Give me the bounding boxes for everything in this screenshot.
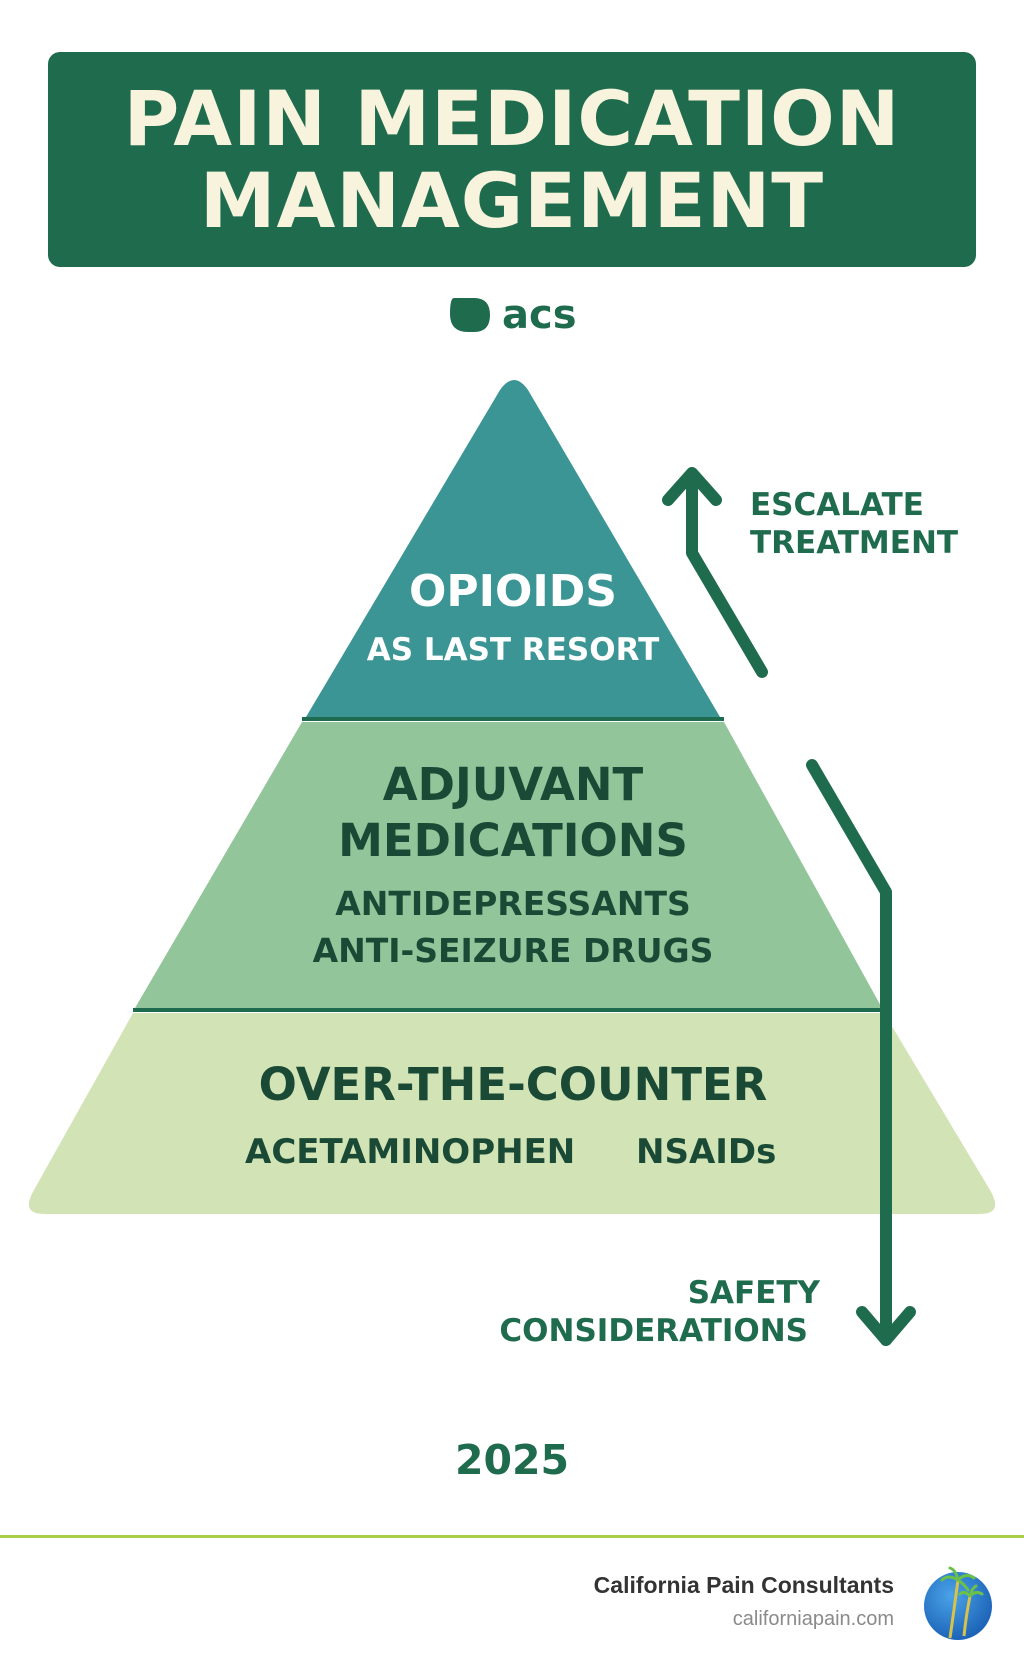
footer-divider bbox=[0, 1535, 1024, 1538]
pyramid-tier-bottom bbox=[28, 1013, 996, 1214]
tier-bottom-item-acetaminophen: ACETAMINOPHEN bbox=[245, 1132, 576, 1172]
title-line-2: MANAGEMENT bbox=[199, 155, 825, 245]
tier-top-subtitle: AS LAST RESORT bbox=[366, 632, 660, 668]
tier-middle-title-1: ADJUVANT bbox=[382, 758, 644, 811]
tier-middle-title-2: MEDICATIONS bbox=[338, 814, 688, 867]
title-line-1: PAIN MEDICATION bbox=[123, 73, 901, 163]
year-label: 2025 bbox=[454, 1436, 570, 1484]
escalate-label-2: TREATMENT bbox=[750, 525, 959, 561]
globe-palm-icon bbox=[924, 1566, 992, 1640]
title-banner: PAIN MEDICATION MANAGEMENT bbox=[48, 52, 976, 267]
escalate-arrow bbox=[662, 467, 768, 678]
tier-top-title: OPIOIDS bbox=[408, 566, 617, 617]
tier-middle-item-antiseizure: ANTI-SEIZURE DRUGS bbox=[312, 931, 714, 970]
company-website[interactable]: californiapain.com bbox=[732, 1608, 894, 1630]
tier-bottom-item-nsaids: NSAIDs bbox=[636, 1132, 777, 1172]
safety-label-2: CONSIDERATIONS bbox=[499, 1313, 808, 1349]
pyramid-tier-middle bbox=[135, 722, 882, 1008]
safety-arrow bbox=[806, 759, 916, 1346]
tier-bottom-title: OVER-THE-COUNTER bbox=[258, 1058, 768, 1111]
pyramid-tier-top bbox=[306, 380, 720, 717]
company-name: California Pain Consultants bbox=[593, 1572, 894, 1598]
safety-label-1: SAFETY bbox=[687, 1275, 820, 1311]
tier-middle-item-antidepressants: ANTIDEPRESSANTS bbox=[335, 884, 691, 923]
escalate-label-1: ESCALATE bbox=[750, 487, 924, 523]
brand-name: acs bbox=[502, 292, 577, 338]
brand-logo: acs bbox=[446, 290, 577, 340]
pill-icon bbox=[450, 298, 490, 332]
